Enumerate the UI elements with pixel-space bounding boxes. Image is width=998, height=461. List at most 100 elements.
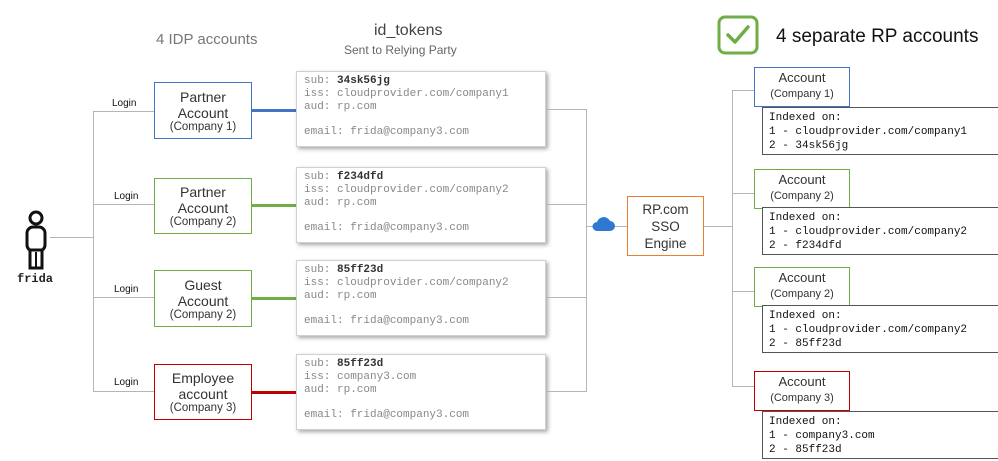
token-4-sub: 85ff23d xyxy=(337,358,384,370)
login-label-2: Login xyxy=(114,191,139,202)
login-line-2 xyxy=(93,204,155,205)
rp-index-2-item1: 1 - cloudprovider.com/company2 xyxy=(769,226,968,238)
rp-bracket xyxy=(732,90,733,387)
rp-index-2: Indexed on: 1 - cloudprovider.com/compan… xyxy=(762,207,998,255)
idp-account-2-line1: Partner xyxy=(180,184,226,200)
rp-account-1: Account (Company 1) xyxy=(754,67,850,107)
idp-account-3-company: (Company 2) xyxy=(169,308,237,321)
idp-account-1-company: (Company 1) xyxy=(169,120,237,133)
rp-account-4-company: (Company 3) xyxy=(770,392,834,404)
cloud-icon xyxy=(591,216,615,232)
id-token-4: sub: 85ff23d iss: company3.com aud: rp.c… xyxy=(296,354,546,430)
token-3-email: email: frida@company3.com xyxy=(304,315,470,327)
rp-account-1-title: Account xyxy=(778,70,826,85)
id-token-1: sub: 34sk56jg iss: cloudprovider.com/com… xyxy=(296,71,546,147)
id-tokens-header: id_tokens xyxy=(374,22,443,39)
rp-index-3-item1: 1 - cloudprovider.com/company2 xyxy=(769,324,968,336)
token-connector-1 xyxy=(252,109,296,112)
rp-index-1-item1: 1 - cloudprovider.com/company1 xyxy=(769,126,968,138)
rp-line-1 xyxy=(732,90,754,91)
idp-account-3: Guest Account (Company 2) xyxy=(154,270,252,327)
rp-index-1-item2: 2 - 34sk56jg xyxy=(769,140,849,152)
rp-account-3: Account (Company 2) xyxy=(754,267,850,307)
idp-account-2: Partner Account (Company 2) xyxy=(154,178,252,234)
rp-account-4-title: Account xyxy=(778,374,826,389)
idp-account-4-company: (Company 3) xyxy=(169,402,237,414)
token-2-aud: aud: rp.com xyxy=(304,197,377,209)
rp-line-4 xyxy=(732,386,754,387)
idp-accounts-header: 4 IDP accounts xyxy=(156,31,258,48)
rp-account-2-company: (Company 2) xyxy=(770,190,834,202)
rp-sso-engine: RP.com SSO Engine xyxy=(627,196,704,256)
rp-index-3-item2: 2 - 85ff23d xyxy=(769,338,842,350)
token-out-1 xyxy=(546,109,587,110)
login-label-4: Login xyxy=(114,377,139,388)
token-out-3 xyxy=(546,297,587,298)
rp-index-2-item2: 2 - f234dfd xyxy=(769,240,842,252)
login-label-1: Login xyxy=(112,98,137,109)
user-connector xyxy=(50,237,94,238)
idp-account-1-line2: Account xyxy=(177,104,229,121)
token-3-aud: aud: rp.com xyxy=(304,290,377,302)
token-bracket xyxy=(586,109,587,392)
idp-account-3-line1: Guest xyxy=(184,276,222,293)
rp-index-3: Indexed on: 1 - cloudprovider.com/compan… xyxy=(762,305,998,353)
rp-account-3-company: (Company 2) xyxy=(770,288,834,300)
check-icon xyxy=(717,15,759,55)
idp-account-4-line1: Employee xyxy=(171,370,235,386)
token-connector-3 xyxy=(252,297,296,300)
login-line-4 xyxy=(93,391,155,392)
token-4-iss: iss: company3.com xyxy=(304,371,417,383)
token-2-iss: iss: cloudprovider.com/company2 xyxy=(304,184,509,196)
token-3-iss: iss: cloudprovider.com/company2 xyxy=(304,277,509,289)
token-out-2 xyxy=(546,204,587,205)
token-1-sub: 34sk56jg xyxy=(337,75,390,87)
token-connector-4 xyxy=(252,391,296,394)
id-tokens-subheader: Sent to Relying Party xyxy=(344,43,457,57)
rp-index-1: Indexed on: 1 - cloudprovider.com/compan… xyxy=(762,107,998,155)
idp-account-4-line2: account xyxy=(178,386,228,402)
token-4-aud: aud: rp.com xyxy=(304,384,377,396)
rp-line-2 xyxy=(732,193,754,194)
user-name: frida xyxy=(17,272,54,286)
login-bracket xyxy=(93,111,94,392)
token-4-email: email: frida@company3.com xyxy=(304,409,470,421)
rp-index-1-label: Indexed on: xyxy=(769,112,842,124)
idp-account-2-line2: Account xyxy=(177,200,229,216)
rp-index-4-item2: 2 - 85ff23d xyxy=(769,444,842,456)
engine-out xyxy=(704,226,733,227)
rp-account-3-title: Account xyxy=(778,270,826,285)
token-2-email: email: frida@company3.com xyxy=(304,222,470,234)
rp-index-3-label: Indexed on: xyxy=(769,310,842,322)
idp-account-1: Partner Account (Company 1) xyxy=(154,82,252,139)
engine-line1: RP.com xyxy=(642,201,689,217)
engine-line2: SSO xyxy=(651,218,680,234)
rp-index-2-label: Indexed on: xyxy=(769,212,842,224)
rp-account-4: Account (Company 3) xyxy=(754,371,850,411)
rp-index-4: Indexed on: 1 - company3.com 2 - 85ff23d xyxy=(762,411,998,459)
rp-index-4-label: Indexed on: xyxy=(769,416,842,428)
idp-account-1-line1: Partner xyxy=(180,88,226,105)
token-2-sub-key: sub: xyxy=(304,171,338,183)
rp-account-2: Account (Company 2) xyxy=(754,169,850,209)
rp-line-3 xyxy=(732,291,754,292)
id-token-3: sub: 85ff23d iss: cloudprovider.com/comp… xyxy=(296,260,546,336)
idp-account-4: Employee account (Company 3) xyxy=(154,364,252,420)
token-3-sub-key: sub: xyxy=(304,264,338,276)
login-label-3: Login xyxy=(114,284,139,295)
rp-index-4-item1: 1 - company3.com xyxy=(769,430,875,442)
login-line-3 xyxy=(93,297,155,298)
token-1-iss: iss: cloudprovider.com/company1 xyxy=(304,88,509,100)
token-2-sub: f234dfd xyxy=(337,171,384,183)
token-3-sub: 85ff23d xyxy=(337,264,384,276)
token-4-sub-key: sub: xyxy=(304,358,338,370)
token-1-aud: aud: rp.com xyxy=(304,101,377,113)
token-connector-2 xyxy=(252,204,296,207)
token-1-email: email: frida@company3.com xyxy=(304,126,470,138)
idp-account-3-line2: Account xyxy=(177,292,229,309)
token-1-sub-key: sub: xyxy=(304,75,338,87)
id-token-2: sub: f234dfd iss: cloudprovider.com/comp… xyxy=(296,167,546,243)
login-line-1 xyxy=(93,111,155,112)
token-out-4 xyxy=(546,391,587,392)
user-icon xyxy=(22,210,50,270)
